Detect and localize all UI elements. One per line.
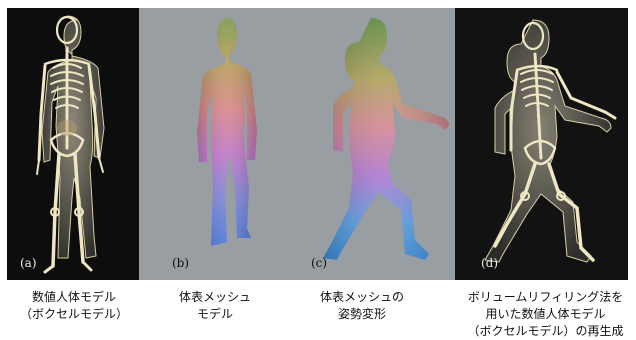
caption-regenerated-model: ボリュームリフィリング法を 用いた数値人体モデル （ボクセルモデル）の再生成	[455, 289, 636, 340]
caption-c-line-1: 体表メッシュの	[302, 289, 422, 306]
caption-d-line-1: ボリュームリフィリング法を	[455, 289, 636, 306]
panel-label-b: (b)	[172, 256, 189, 270]
panel-label-d: (d)	[481, 256, 498, 270]
caption-d-line-3: （ボクセルモデル）の再生成	[455, 323, 636, 340]
walking-skeleton-figure	[455, 8, 628, 280]
caption-mesh-pose-deformation: 体表メッシュの 姿勢変形	[302, 289, 422, 323]
mesh-figures	[139, 8, 455, 280]
caption-c-line-2: 姿勢変形	[302, 306, 422, 323]
panel-d-regenerated-voxel-model: (d)	[455, 8, 628, 280]
standing-skeleton-figure	[7, 8, 140, 280]
panel-a-voxel-model: (a)	[7, 8, 140, 280]
caption-voxel-model: 数値人体モデル （ボクセルモデル）	[8, 289, 140, 323]
caption-b-line-2: モデル	[150, 306, 280, 323]
panel-label-c: (c)	[311, 256, 327, 270]
caption-a-line-2: （ボクセルモデル）	[8, 306, 140, 323]
standing-mesh-figure	[197, 16, 257, 246]
panel-label-a: (a)	[20, 256, 37, 270]
walking-mesh-figure	[323, 18, 449, 260]
panel-bc-mesh-models: (b) (c)	[139, 8, 455, 280]
caption-a-line-1: 数値人体モデル	[8, 289, 140, 306]
caption-b-line-1: 体表メッシュ	[150, 289, 280, 306]
caption-d-line-2: 用いた数値人体モデル	[455, 306, 636, 323]
caption-mesh-model: 体表メッシュ モデル	[150, 289, 280, 323]
